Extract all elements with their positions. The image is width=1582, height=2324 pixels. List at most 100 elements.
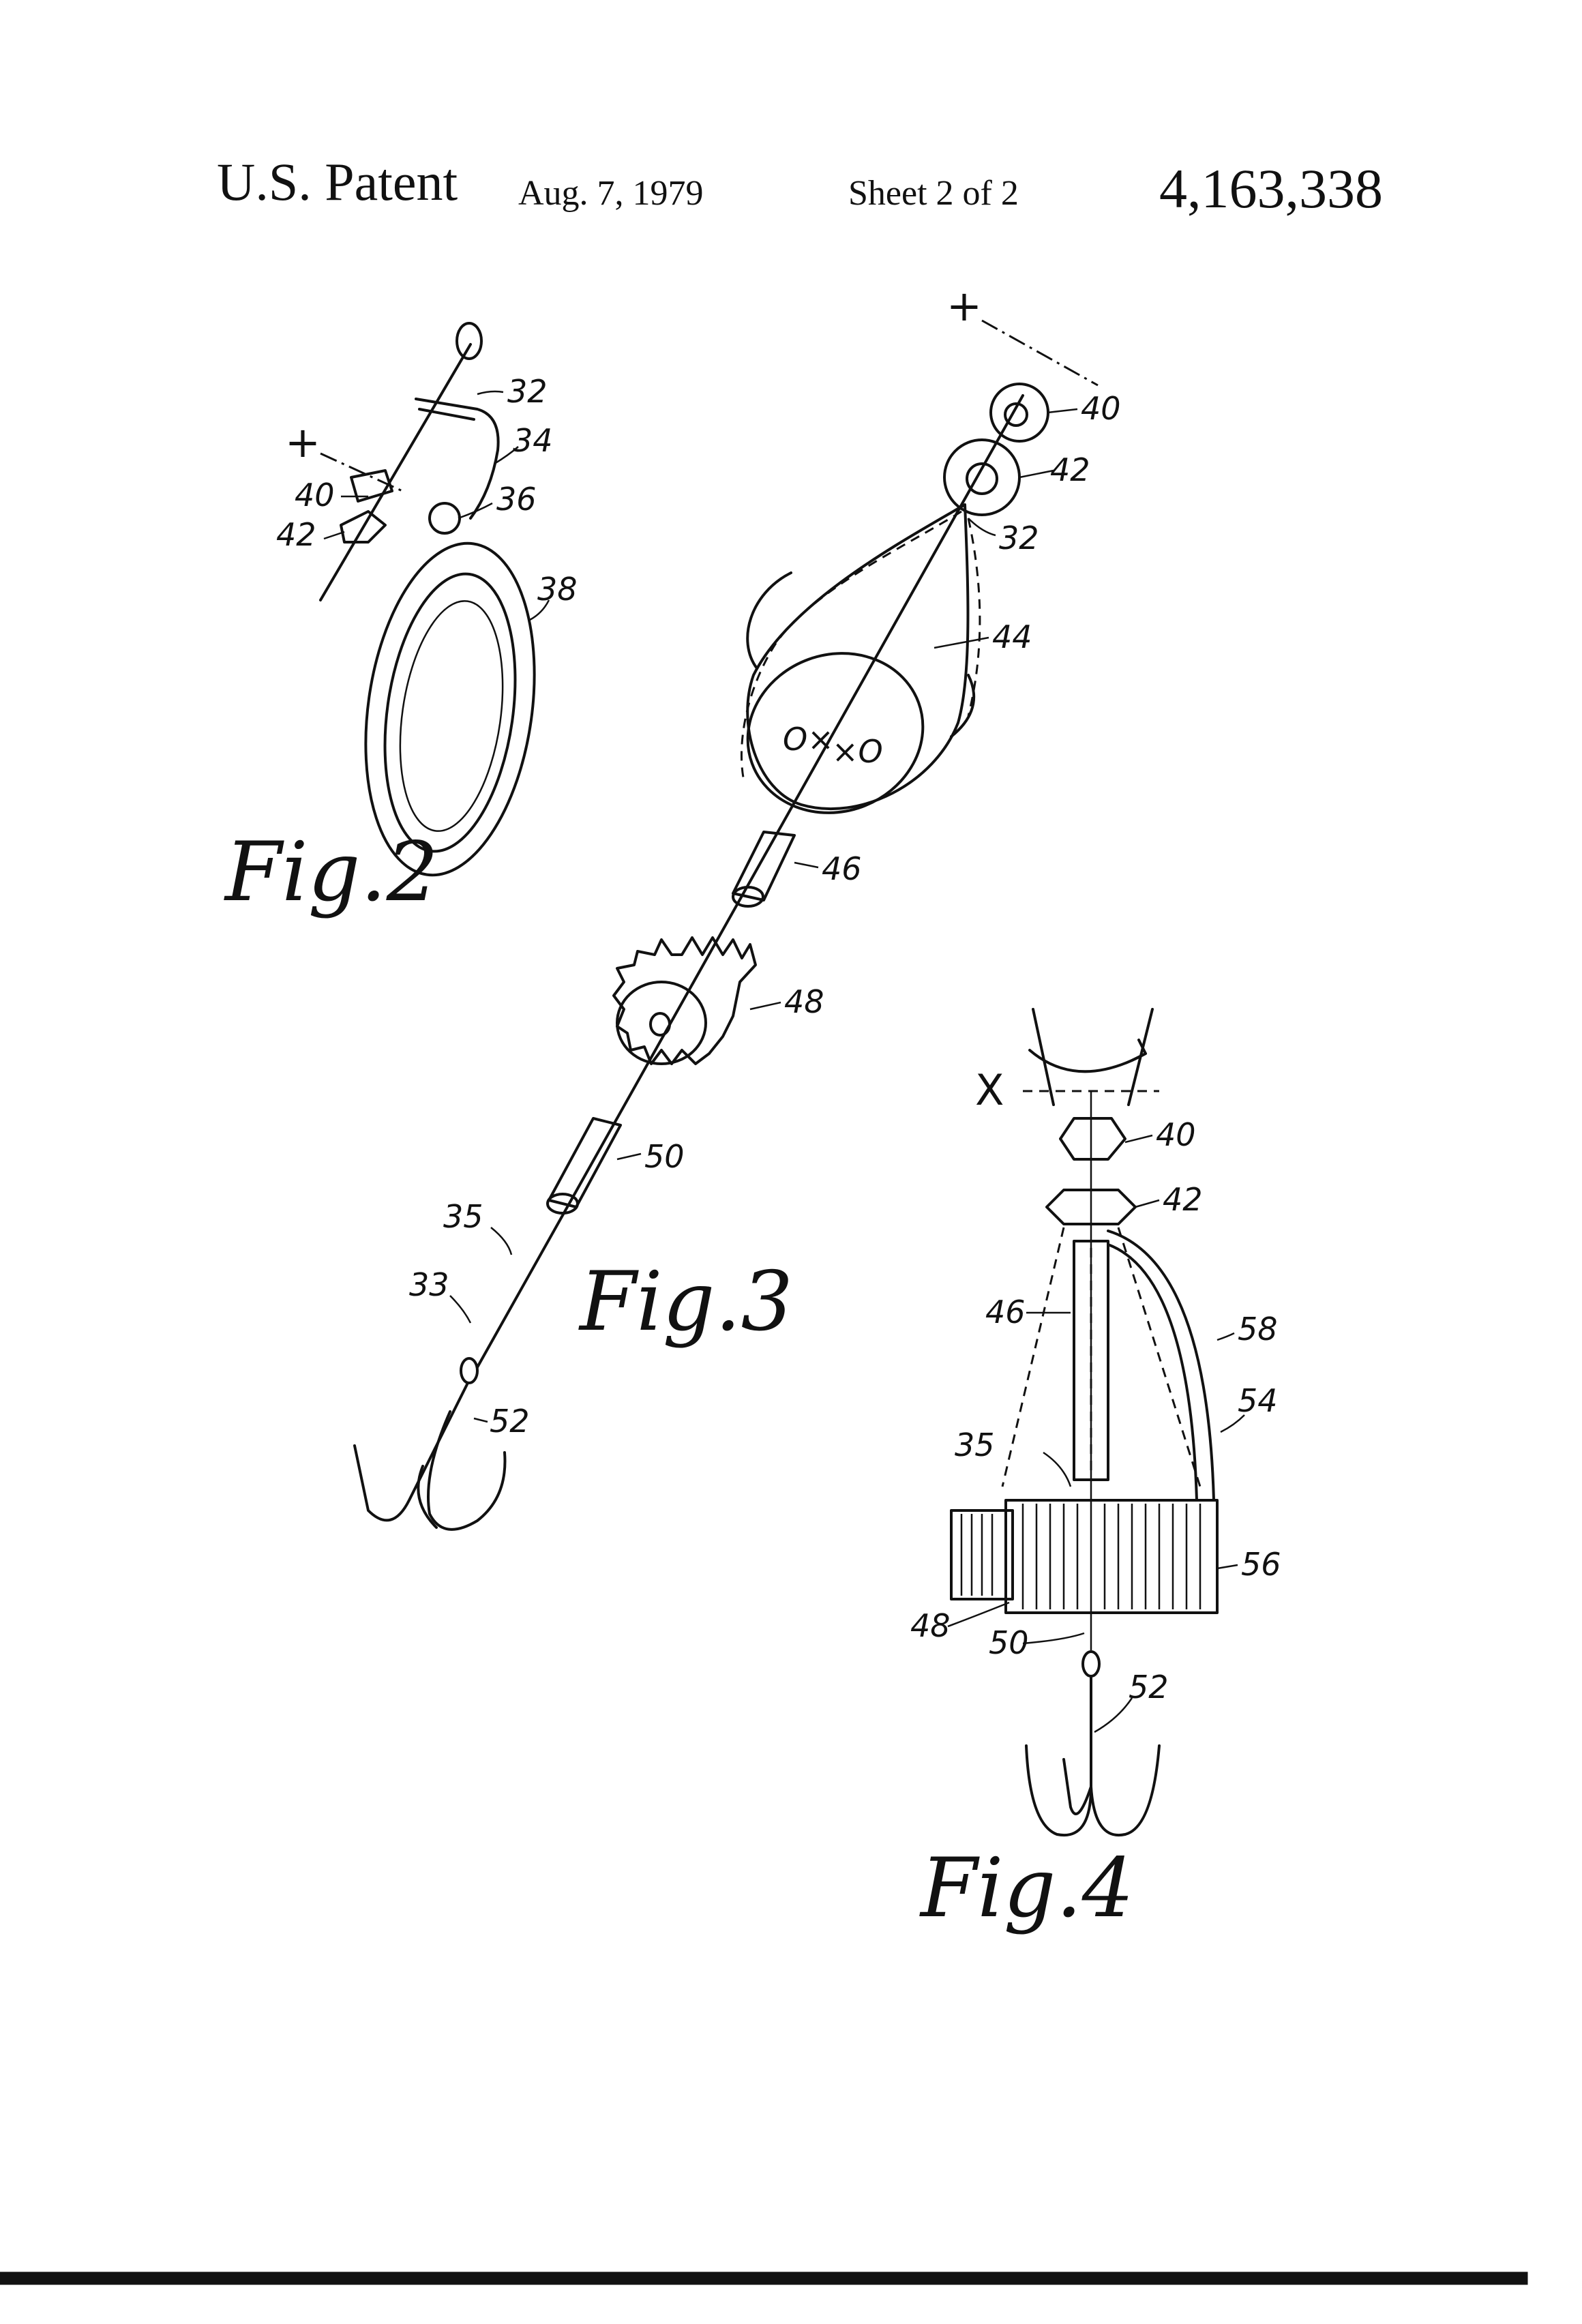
fig2-label-38: 38 <box>537 571 578 608</box>
fig3-label-40: 40 <box>1081 390 1121 427</box>
fig3-leader-33 <box>449 1295 472 1324</box>
fig3-wire <box>476 394 1024 1369</box>
fig2-leader-42 <box>323 531 345 540</box>
fig3-hook-right <box>427 1410 507 1531</box>
fig2-blade-rim <box>383 572 517 853</box>
fig2-axis-label: + <box>285 417 320 467</box>
fig3-leader-35 <box>490 1227 513 1255</box>
figure-3: + O× ×O <box>353 281 1121 1531</box>
fig4-label-58: 58 <box>1238 1311 1278 1347</box>
fig3-rotation-path-right <box>967 518 981 717</box>
fig4-label-35: 35 <box>955 1427 995 1463</box>
fig4-leader-42 <box>1135 1199 1160 1208</box>
fig4-leader-54 <box>1220 1414 1245 1433</box>
fig3-rotation-arc-right <box>950 674 976 738</box>
fig3-label-42: 42 <box>1050 451 1090 488</box>
fig4-axis-label: X <box>975 1065 1004 1115</box>
fig4-label-52: 52 <box>1129 1669 1169 1705</box>
fig4-bead-40 <box>1059 1117 1126 1161</box>
bottom-border-bar <box>0 2271 1528 2285</box>
fig2-leader-38 <box>528 599 550 622</box>
fig3-gear-hole <box>649 1012 671 1037</box>
fig2-label-36: 36 <box>496 481 537 518</box>
fig2-eye-loop <box>456 322 483 360</box>
fig4-hook-left <box>1025 1744 1092 1837</box>
fig3-hook-middle <box>417 1465 438 1529</box>
fig4-blade-58 <box>1107 1230 1215 1502</box>
fig4-gear-teeth <box>960 1504 1202 1609</box>
fig4-gear-48-side <box>950 1509 1014 1600</box>
fig4-label-40: 40 <box>1156 1116 1196 1153</box>
fig3-label-44: 44 <box>992 619 1032 655</box>
fig3-hook-left <box>353 1383 468 1522</box>
fig4-caption: Fig.4 <box>919 1841 1134 1936</box>
fig4-gear-56 <box>1004 1499 1219 1614</box>
fig3-caption: Fig.3 <box>578 1255 793 1350</box>
fig3-leader-52 <box>473 1417 488 1423</box>
fig3-leader-50 <box>616 1152 642 1161</box>
fig2-bead-40 <box>350 469 393 503</box>
fig4-label-42: 42 <box>1163 1181 1203 1218</box>
fig4-label-46: 46 <box>985 1294 1026 1330</box>
fig3-tube-50-end <box>546 1193 579 1215</box>
fig4-body-dash-left <box>1001 1227 1065 1487</box>
fig3-label-48: 48 <box>784 983 824 1020</box>
fig2-leader-32 <box>477 390 504 396</box>
fig4-label-54: 54 <box>1238 1382 1278 1419</box>
fig4-leader-35 <box>1043 1451 1072 1487</box>
fig2-clevis <box>415 398 500 520</box>
fig3-body-opening <box>746 652 925 814</box>
patent-number: 4,163,338 <box>1159 158 1383 220</box>
fig4-label-48: 48 <box>910 1607 951 1644</box>
fig4-cone-line-left <box>1032 1008 1055 1106</box>
fig4-leader-56 <box>1217 1564 1238 1570</box>
fig4-hook-right <box>1090 1744 1161 1837</box>
fig3-label-35: 35 <box>443 1198 483 1235</box>
fig3-leader-44 <box>934 636 989 649</box>
fig2-blade-inner <box>399 600 504 832</box>
figure-4: X <box>910 1008 1281 1936</box>
figure-2: + 32 34 36 38 40 42 Fig.2 <box>224 322 578 920</box>
fig3-bead-42 <box>943 438 1021 516</box>
fig2-caption: Fig.2 <box>224 825 438 920</box>
fig3-tube-46-end <box>732 886 764 908</box>
fig4-leader-40 <box>1124 1134 1153 1144</box>
fig2-label-42: 42 <box>276 516 316 553</box>
fig3-axis-label: + <box>946 281 982 331</box>
fig3-leader-40 <box>1047 408 1078 414</box>
fig4-leader-52 <box>1094 1697 1133 1733</box>
fig4-body-dash-right <box>1117 1227 1202 1487</box>
fig4-label-50: 50 <box>989 1624 1029 1661</box>
fig4-rotation-arc <box>1028 1049 1147 1073</box>
fig2-blade-outer <box>364 541 536 877</box>
fig3-leader-46 <box>794 861 819 869</box>
patent-date: Aug. 7, 1979 <box>518 174 704 213</box>
fig3-gear-face <box>616 981 707 1065</box>
fig4-label-56: 56 <box>1241 1546 1281 1583</box>
fig3-label-50: 50 <box>644 1138 685 1175</box>
fig4-bead-42 <box>1045 1189 1137 1225</box>
fig3-rotation-path-left <box>741 510 962 778</box>
fig4-hook-middle <box>1062 1758 1092 1815</box>
fig2-label-32: 32 <box>507 373 548 410</box>
fig3-axis-line <box>981 319 1099 387</box>
fig3-inner-mark-left: O× <box>783 721 834 758</box>
fig4-blade-58-inner <box>1107 1243 1198 1502</box>
fig3-tube-46 <box>732 831 796 902</box>
fig3-hook-eye <box>460 1357 479 1384</box>
fig2-leader-36 <box>458 502 493 520</box>
fig2-label-34: 34 <box>513 422 553 459</box>
fig2-label-40: 40 <box>295 477 335 513</box>
fig3-inner-mark-right: ×O <box>832 733 883 770</box>
fig3-rotation-arc-left <box>746 571 792 670</box>
fig4-cone-line-right <box>1127 1008 1154 1106</box>
fig4-leader-48 <box>947 1601 1010 1628</box>
fig4-hook-eye <box>1081 1650 1101 1678</box>
fig3-label-33: 33 <box>409 1266 449 1303</box>
patent-title: U.S. Patent <box>217 152 458 211</box>
fig3-leader-48 <box>749 1001 781 1011</box>
fig3-label-52: 52 <box>490 1403 530 1440</box>
fig3-label-32: 32 <box>999 520 1039 556</box>
fig4-tube-46 <box>1073 1240 1109 1481</box>
